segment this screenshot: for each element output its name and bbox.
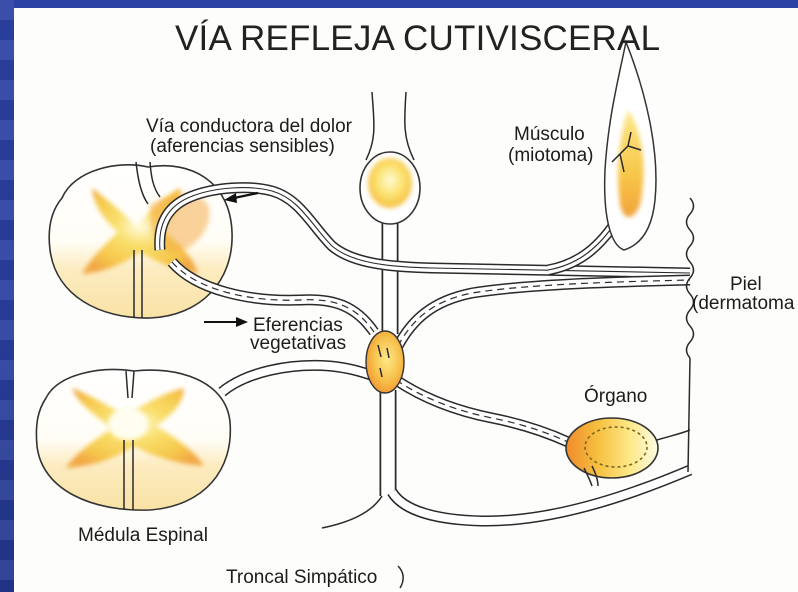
label-organ: Órgano [584, 387, 647, 406]
label-muscle: Músculo [514, 125, 585, 144]
nerve-outline [398, 280, 690, 346]
organ-body [566, 418, 658, 478]
chain-bottom-left-line [322, 496, 382, 528]
efferent-to-organ-pathway [396, 380, 568, 442]
label-pain-pathway-sub: (aferencias sensibles) [150, 137, 335, 156]
label-pain-pathway: Vía conductora del dolor [146, 117, 352, 136]
sympathetic-ganglion-upper [360, 152, 420, 224]
label-muscle-sub: (miotoma) [508, 146, 594, 165]
efferent-arrow [204, 317, 248, 327]
sympathetic-ganglion-middle [366, 331, 404, 393]
nerve-lumen [392, 470, 690, 521]
label-efferent-sub: vegetativas [250, 334, 346, 353]
afferent-arrow [224, 193, 258, 203]
gray-matter-lower-center [108, 408, 148, 440]
muscle-branch-pathway [548, 226, 613, 270]
label-sympathetic-trunk: Troncal Simpático [226, 568, 377, 587]
organ-to-skin-line [657, 430, 690, 440]
spinal-cord-lower-section [36, 370, 230, 511]
diagram-title: VÍA REFLEJA CUTIVISCERAL [175, 21, 660, 56]
skin-lower-line [688, 358, 690, 472]
label-skin: Piel [730, 275, 762, 294]
chain-bottom-branch [392, 470, 690, 521]
lower-cord-connection [222, 365, 374, 392]
sympathetic-trunk-pointer [398, 566, 403, 588]
nerve-lumen [222, 365, 374, 392]
efferent-arrow-head [236, 317, 248, 327]
afferent-arrow-shaft [234, 193, 258, 198]
ganglion-middle-body [366, 331, 404, 393]
chain-top-lines [366, 92, 414, 160]
label-spinal-cord: Médula Espinal [78, 526, 208, 545]
ganglion-upper-core [368, 158, 412, 208]
label-skin-sub: (dermatoma [692, 294, 794, 313]
muscle-myotome [605, 42, 656, 250]
spinal-cord-upper-section [49, 162, 232, 318]
efferent-to-skin-pathway [398, 280, 690, 346]
